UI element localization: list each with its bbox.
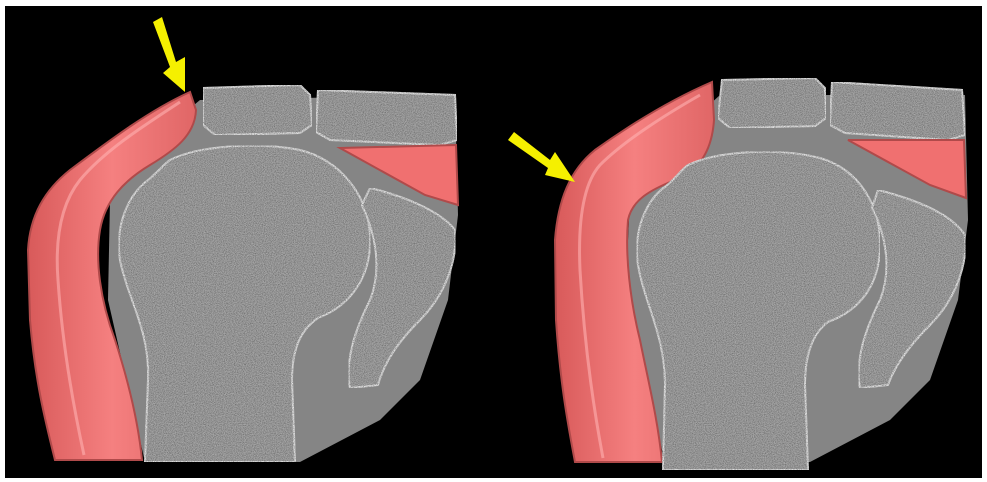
- arrow-left: [153, 17, 185, 92]
- right-panel: [508, 78, 968, 470]
- acromion-bone-right: [718, 78, 826, 128]
- clavicle-bone-left: [316, 90, 457, 145]
- clavicle-bone-right: [830, 82, 965, 140]
- acromion-bone-left: [203, 85, 312, 135]
- left-panel: [28, 17, 458, 462]
- arrow-right: [508, 132, 575, 182]
